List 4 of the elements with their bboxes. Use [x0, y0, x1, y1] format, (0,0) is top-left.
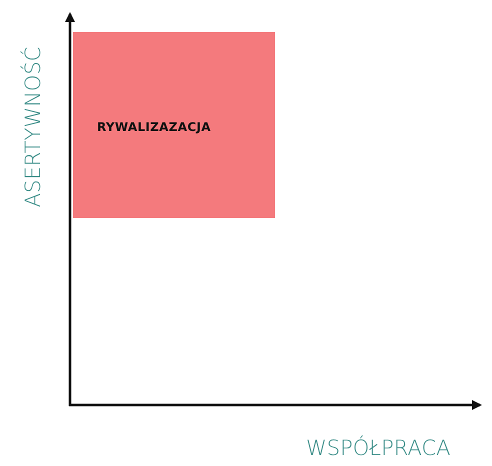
y-axis-label: ASERTYWNOŚĆ [21, 46, 45, 210]
x-axis-label: WSPÓŁPRACA [306, 436, 451, 460]
quadrant-label: RYWALIZAZACJA [97, 120, 211, 134]
quadrant-area [73, 32, 275, 218]
